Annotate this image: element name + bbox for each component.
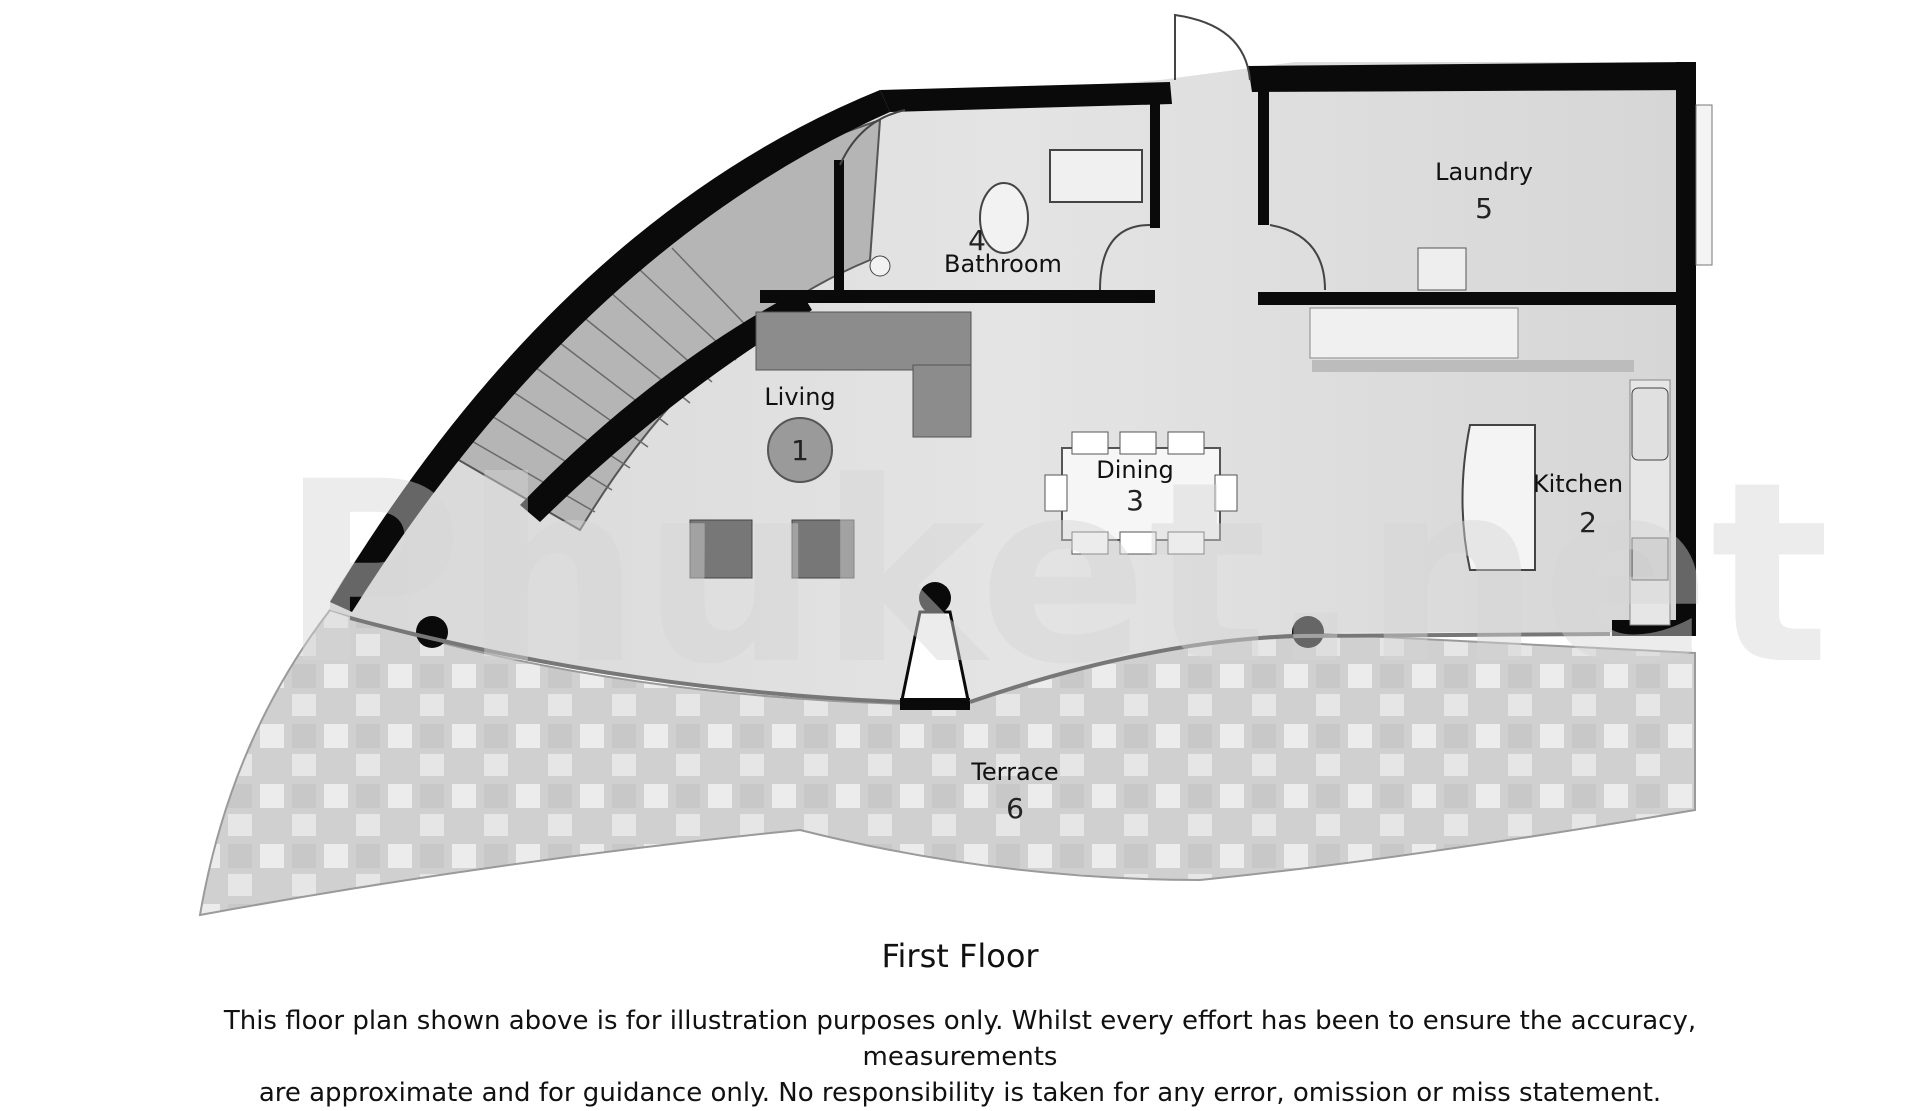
room-label-laundry: Laundry (1435, 158, 1533, 186)
room-label-dining: Dining (1096, 456, 1173, 484)
top-wall-left (880, 82, 1172, 112)
kitchen-wall-units (1309, 307, 1519, 359)
entry-door (1174, 13, 1251, 81)
room-label-terrace: Terrace (970, 758, 1058, 786)
sofa-back (755, 311, 972, 371)
central-pillar-base (900, 698, 970, 710)
right-wall (1676, 62, 1696, 622)
column-center (919, 582, 951, 614)
room-number-kitchen: 2 (1579, 506, 1597, 539)
bathroom-sink (1049, 149, 1143, 203)
floor-plan: Phuket.net Living 1 Dining 3 Kitchen 2 4… (198, 13, 1830, 917)
coffee-table (767, 417, 833, 483)
bathroom-left-wall (834, 160, 844, 295)
room-number-dining: 3 (1126, 484, 1144, 517)
room-number-terrace: 6 (1006, 792, 1024, 825)
kitchen-sink (1631, 387, 1669, 461)
disclaimer: This floor plan shown above is for illus… (150, 1003, 1770, 1111)
laundry-bottom-wall (1258, 292, 1690, 305)
room-number-bathroom: 4 (968, 224, 986, 257)
stair-door (839, 109, 906, 166)
bathroom-bottom-wall (760, 290, 1155, 303)
top-wall-right (1248, 62, 1695, 92)
kitchen-stove (1631, 537, 1669, 581)
interior-floor (330, 62, 1690, 702)
watermark: Phuket.net (280, 428, 1830, 719)
room-label-kitchen: Kitchen (1533, 470, 1623, 498)
bathroom-door (1099, 224, 1151, 291)
disclaimer-line-2: are approximate and for guidance only. N… (258, 1078, 1662, 1108)
dining-chairs (1044, 431, 1238, 555)
bidet (869, 255, 891, 277)
plan-caption: First Floor (881, 937, 1039, 975)
laundry-basin (1417, 247, 1467, 291)
room-number-laundry: 5 (1475, 192, 1493, 225)
laundry-left-wall (1258, 90, 1269, 225)
terrace-glazing (349, 616, 1611, 704)
toilet (979, 182, 1029, 254)
room-number-living: 1 (791, 434, 809, 467)
stair-inner-wall (520, 290, 812, 522)
room-label-living: Living (764, 383, 835, 411)
outer-curved-wall (330, 90, 890, 612)
disclaimer-line-1: This floor plan shown above is for illus… (223, 1006, 1697, 1072)
sofa-chaise (912, 364, 972, 438)
armchair-right (791, 519, 855, 579)
column-right (1292, 616, 1324, 648)
laundry-door (1269, 224, 1326, 291)
bathroom-right-wall (1150, 100, 1160, 228)
kitchen-counter (1312, 360, 1634, 372)
room-label-bathroom: Bathroom (944, 250, 1062, 278)
laundry-window (1695, 104, 1713, 266)
kitchen-island (1461, 424, 1536, 571)
armchair-left (689, 519, 753, 579)
